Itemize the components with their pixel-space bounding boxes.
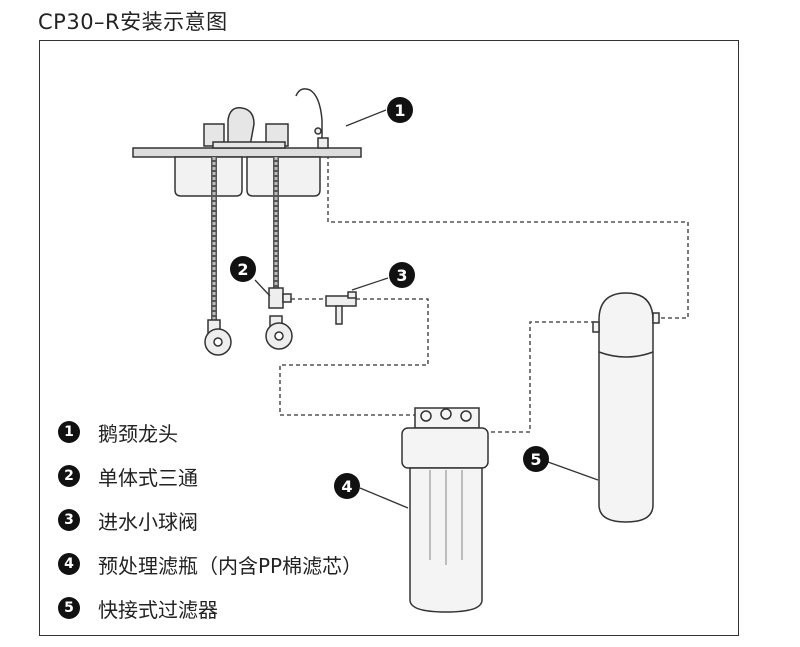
legend-item: 2 单体式三通 xyxy=(58,454,362,498)
diagram-frame xyxy=(39,40,739,636)
legend-number: 4 xyxy=(58,553,80,575)
legend-item: 5 快接式过滤器 xyxy=(58,586,362,630)
gooseneck-faucet-icon xyxy=(295,88,329,149)
legend-number: 5 xyxy=(58,597,80,619)
legend-label: 鹅颈龙头 xyxy=(98,421,178,446)
legend-number: 2 xyxy=(58,465,80,487)
pre-filter-housing-icon xyxy=(401,407,489,613)
quick-connect-filter-icon xyxy=(592,292,660,523)
callout-5: 5 xyxy=(523,446,549,472)
legend-label: 进水小球阀 xyxy=(98,509,198,534)
legend-item: 3 进水小球阀 xyxy=(58,498,362,542)
legend-item: 1 鹅颈龙头 xyxy=(58,410,362,454)
legend-label: 预处理滤瓶（内含PP棉滤芯） xyxy=(98,553,363,578)
angle-valve-icon xyxy=(204,315,293,356)
legend-list: 1 鹅颈龙头 2 单体式三通 3 进水小球阀 4 预处理滤瓶（内含PP棉滤芯） … xyxy=(58,410,362,630)
water-lines xyxy=(279,157,689,433)
legend-label: 单体式三通 xyxy=(98,465,198,490)
ball-valve-icon xyxy=(325,291,357,325)
supply-hoses xyxy=(211,157,279,322)
legend-number: 1 xyxy=(58,421,80,443)
callout-1: 1 xyxy=(387,97,413,123)
tee-connector-icon xyxy=(268,287,292,309)
diagram-title: CP30–R安装示意图 xyxy=(38,10,228,34)
callout-4: 4 xyxy=(334,473,360,499)
sink-icon xyxy=(132,147,362,197)
legend-number: 3 xyxy=(58,509,80,531)
legend-label: 快接式过滤器 xyxy=(98,597,218,622)
callout-3: 3 xyxy=(389,262,415,288)
leader-lines xyxy=(254,109,599,509)
callout-2: 2 xyxy=(230,256,256,282)
legend-item: 4 预处理滤瓶（内含PP棉滤芯） xyxy=(58,542,362,586)
kitchen-tap-icon xyxy=(203,107,289,149)
